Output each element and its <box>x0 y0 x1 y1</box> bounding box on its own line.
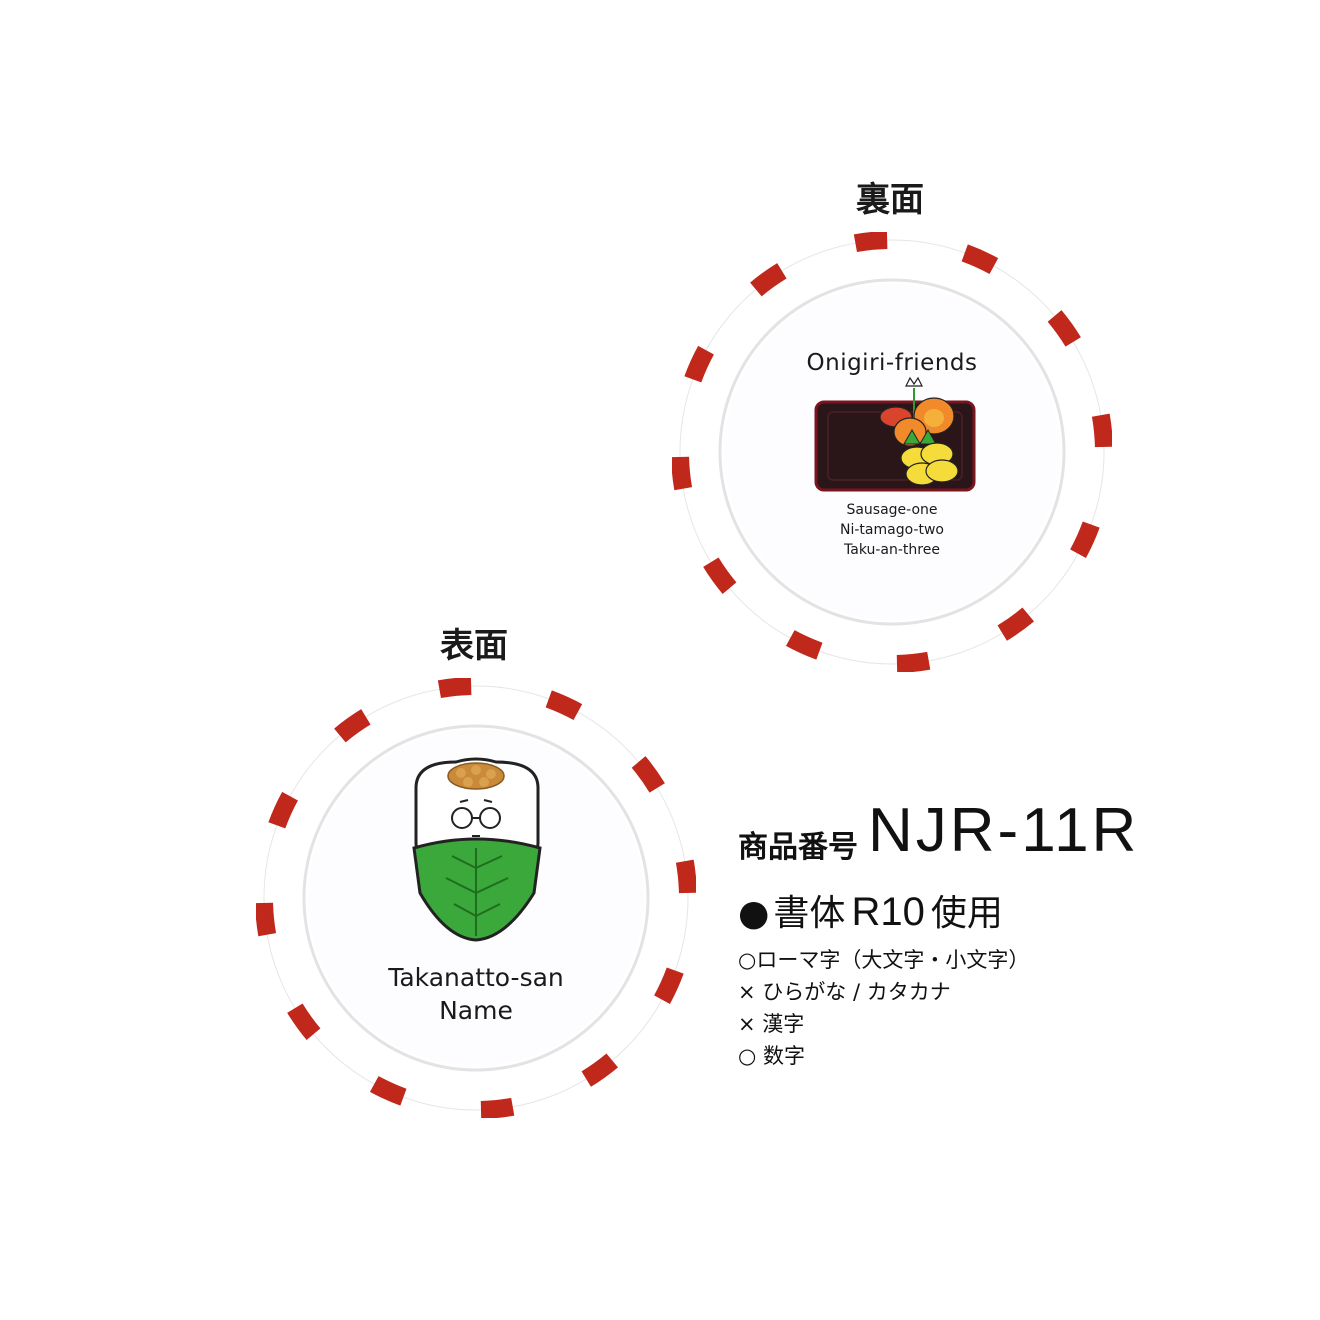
front-name-line-1: Takanatto-san <box>388 963 564 992</box>
product-number-row: 商品番号 NJR-11R <box>738 795 1139 875</box>
font-prefix: 書体 <box>773 893 846 934</box>
support-item-numbers: ○ 数字 <box>738 1044 805 1068</box>
font-suffix: 使用 <box>930 893 1003 934</box>
back-line-3: Taku-an-three <box>844 542 940 558</box>
support-item-kana: × ひらがな / カタカナ <box>738 980 951 1004</box>
back-chip-graphic <box>672 232 1112 672</box>
support-item-roman: ○ローマ字（大文字・小文字） <box>738 948 1030 972</box>
character-support-list: ○ローマ字（大文字・小文字） × ひらがな / カタカナ × 漢字 ○ 数字 <box>738 944 1029 1072</box>
front-side-label: 表面 <box>440 626 508 666</box>
onigiri-character <box>412 757 542 942</box>
product-code: NJR-11R <box>868 796 1140 865</box>
back-side-label: 裏面 <box>856 180 924 220</box>
front-chip-graphic <box>256 678 696 1118</box>
font-name: R10 <box>851 890 925 934</box>
front-name-line-2: Name <box>439 996 513 1025</box>
bento-illustration <box>814 376 976 492</box>
support-item-kanji: × 漢字 <box>738 1012 805 1036</box>
product-number-label: 商品番号 <box>738 830 858 865</box>
back-line-1: Sausage-one <box>846 502 938 518</box>
front-chip: Takanatto-san Name <box>256 678 696 1118</box>
bullet-icon: ● <box>738 893 770 934</box>
back-line-2: Ni-tamago-two <box>840 522 944 538</box>
back-chip: Onigiri-friends Sausage-one Ni-tamago-tw… <box>672 232 1112 672</box>
back-title: Onigiri-friends <box>806 350 978 376</box>
